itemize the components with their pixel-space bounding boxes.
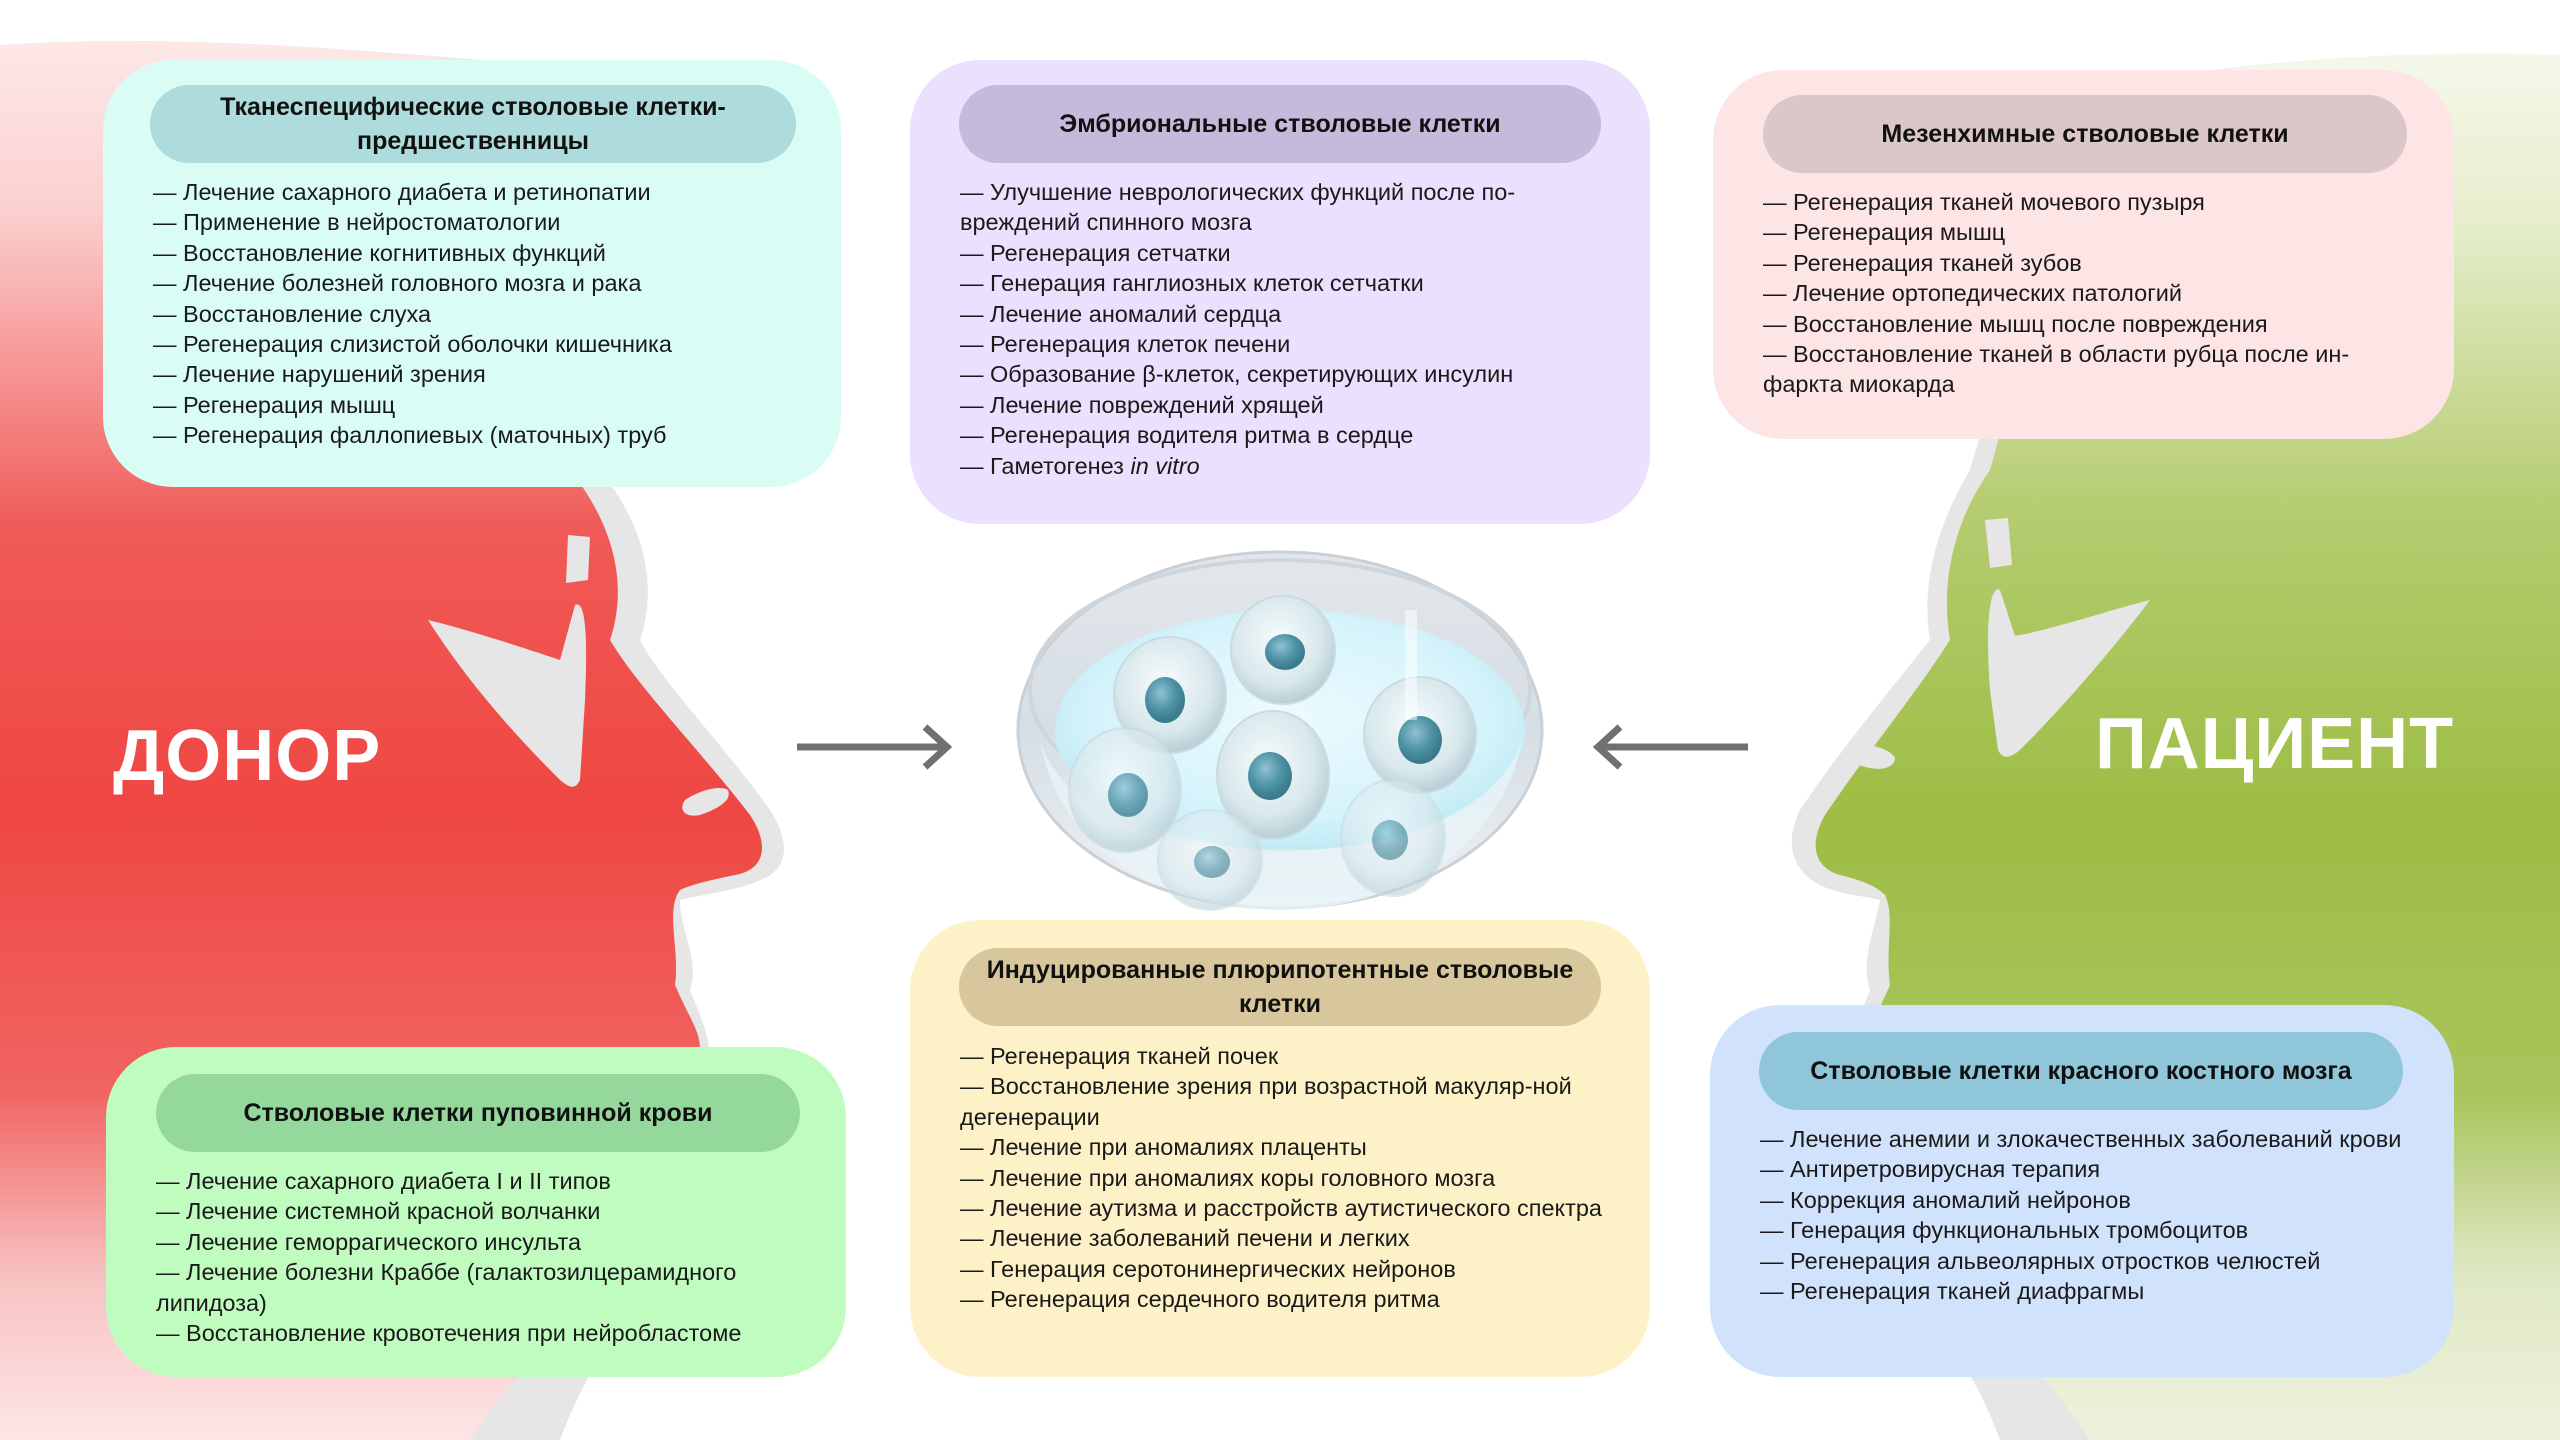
donor-label: ДОНОР [113, 716, 382, 796]
donor-eyebrow [566, 535, 590, 583]
list-item: — Лечение сахарного диабета I и II типов [156, 1168, 611, 1194]
list-item: — Лечение анемии и злокачественных забол… [1760, 1126, 2402, 1152]
list-item-italic: in vitro [1130, 452, 1200, 479]
list-item: — Лечение аутизма и расстройств аутистич… [960, 1195, 1602, 1222]
list-item: — Регенерация альвеолярных отростков чел… [1760, 1247, 2321, 1274]
panel-bone-marrow-stem-cells: Стволовые клетки красного костного мозга… [1710, 1005, 2454, 1377]
list-item: — Восстановление когнитивных функций [153, 239, 606, 266]
panel-tissue-specific-stem-cells: Тканеспецифические стволовые клетки-пред… [103, 60, 841, 487]
patient-eye [1988, 589, 2150, 757]
list-item: — Регенерация слизистой оболочки кишечни… [153, 331, 672, 358]
list-item: — Образование β-клеток, секретирующих ин… [960, 361, 1514, 388]
panel-title: Индуцированные плюрипотентные стволовые … [959, 948, 1601, 1026]
list-item: — Применение в нейростоматологии [153, 209, 561, 236]
list-item: — Генерация серотонинергических нейронов [960, 1255, 1456, 1282]
list-item: — Генерация ганглиозных клеток сетчатки [960, 270, 1424, 297]
list-item: — Регенерация тканей диафрагмы [1760, 1278, 2145, 1305]
list-item: — Лечение нарушений зрения [153, 361, 486, 388]
panel-embryonic-stem-cells: Эмбриональные стволовые клетки — Улучшен… [910, 60, 1650, 524]
list-item: — Восстановление тканей в области рубца … [1763, 341, 2350, 398]
donor-eye [428, 604, 587, 787]
patient-label: ПАЦИЕНТ [2095, 704, 2455, 784]
list-item: — Лечение при аномалиях коры головного м… [960, 1164, 1496, 1191]
list-item: — Лечение сахарного диабета и ретинопати… [153, 179, 651, 205]
list-item: — Регенерация клеток печени [960, 331, 1291, 358]
application-list: — Лечение анемии и злокачественных забол… [1760, 1124, 2422, 1306]
panel-induced-pluripotent-stem-cells: Индуцированные плюрипотентные стволовые … [910, 920, 1650, 1377]
arrow-right-icon [797, 724, 953, 770]
list-item: — Лечение заболеваний печени и легких [960, 1225, 1410, 1252]
panel-title: Стволовые клетки пуповинной крови [156, 1074, 800, 1152]
list-item: — Улучшение неврологических функций посл… [960, 179, 1516, 236]
list-item-text: — Гаметогенез [960, 452, 1131, 479]
list-item: — Регенерация сетчатки [960, 239, 1231, 266]
list-item: — Лечение при аномалиях плаценты [960, 1134, 1367, 1161]
panel-title: Тканеспецифические стволовые клетки-пред… [150, 85, 796, 163]
list-item: — Генерация функциональных тромбоцитов [1760, 1217, 2249, 1244]
list-item: — Лечение аномалий сердца [960, 300, 1282, 327]
panel-mesenchymal-stem-cells: Мезенхимные стволовые клетки — Регенерац… [1713, 70, 2454, 439]
arrow-left-icon [1592, 724, 1748, 770]
application-list: — Лечение сахарного диабета I и II типов… [156, 1166, 816, 1348]
list-item: — Регенерация водителя ритма в сердце [960, 422, 1414, 449]
list-item: — Восстановление мышц после повреждения [1763, 310, 2268, 337]
application-list: — Лечение сахарного диабета и ретинопати… [153, 177, 813, 451]
list-item: — Лечение системной красной волчанки [156, 1198, 601, 1225]
application-list: — Улучшение неврологических функций посл… [960, 177, 1620, 481]
list-item: — Лечение болезней головного мозга и рак… [153, 270, 642, 297]
petri-dish-icon [1016, 550, 1544, 911]
list-item: — Регенерация мышц [1763, 219, 2006, 246]
patient-nostril [1845, 744, 1895, 769]
patient-eyebrow [1985, 518, 2012, 568]
list-item: — Лечение болезни Краббе (галактозилцера… [156, 1259, 737, 1316]
list-item: — Лечение ортопедических патологий [1763, 280, 2183, 307]
application-list: — Регенерация тканей мочевого пузыря — Р… [1763, 187, 2423, 400]
list-item: — Лечение геморрагического инсульта [156, 1228, 582, 1255]
cell [1230, 595, 1336, 705]
list-item: — Восстановление зрения при возрастной м… [960, 1073, 1572, 1130]
cell [1340, 779, 1446, 897]
panel-title: Мезенхимные стволовые клетки [1763, 95, 2407, 173]
cell [1157, 809, 1263, 911]
list-item: — Восстановление слуха [153, 300, 432, 327]
panel-cord-blood-stem-cells: Стволовые клетки пуповинной крови — Лече… [106, 1047, 846, 1377]
list-item: — Гаметогенез in vitro [960, 451, 1620, 481]
list-item: — Регенерация тканей почек [960, 1043, 1279, 1069]
donor-nostril [682, 788, 729, 816]
list-item: — Антиретровирусная терапия [1760, 1156, 2101, 1183]
list-item: — Коррекция аномалий нейронов [1760, 1186, 2131, 1213]
list-item: — Регенерация мышц [153, 391, 396, 418]
list-item: — Лечение повреждений хрящей [960, 391, 1324, 418]
list-item: — Регенерация сердечного водителя ритма [960, 1286, 1440, 1313]
list-item: — Восстановление кровотечения при нейроб… [156, 1320, 742, 1347]
cell [1363, 676, 1477, 794]
panel-title: Эмбриональные стволовые клетки [959, 85, 1601, 163]
application-list: — Регенерация тканей почек — Восстановле… [960, 1041, 1620, 1315]
cell [1216, 710, 1330, 840]
list-item: — Регенерация фаллопиевых (маточных) тру… [153, 422, 667, 449]
cell [1068, 727, 1182, 853]
list-item: — Регенерация тканей мочевого пузыря [1763, 189, 2205, 215]
list-item: — Регенерация тканей зубов [1763, 249, 2082, 276]
panel-title: Стволовые клетки красного костного мозга [1759, 1032, 2403, 1110]
